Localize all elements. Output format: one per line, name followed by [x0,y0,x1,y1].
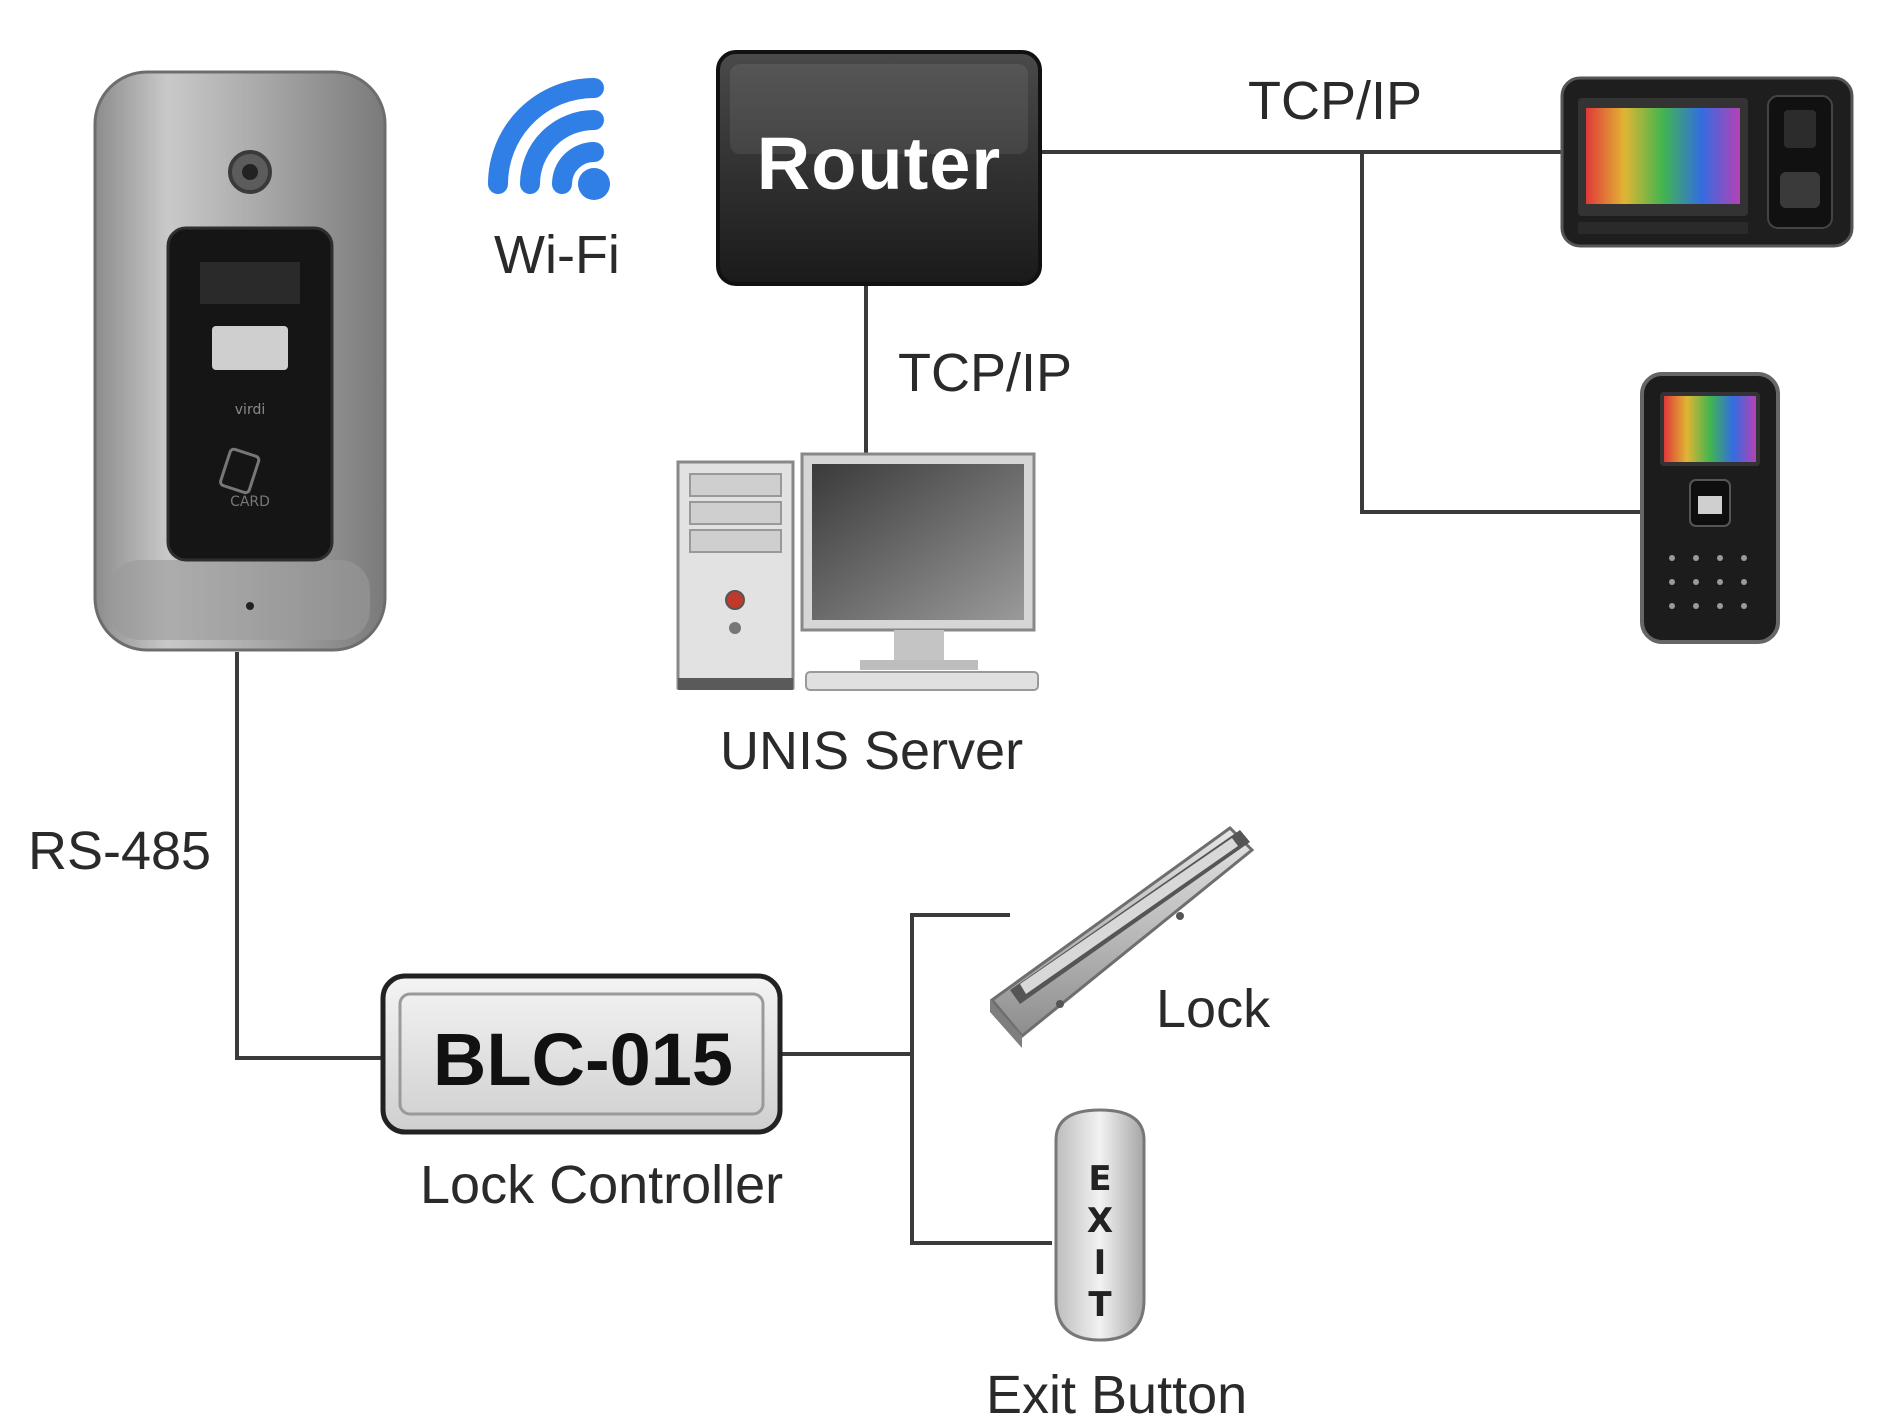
fingerprint-card-reader-icon: virdi CARD [93,70,387,652]
wifi-icon [488,78,610,200]
exit-letter-t: T [1088,1285,1112,1325]
lock-label: Lock [1156,979,1271,1039]
exit-letter-e: E [1088,1159,1112,1199]
keypad-terminal-icon [1640,372,1780,644]
server-computer-icon [676,452,1039,691]
exit-letter-x: X [1086,1201,1114,1241]
router-label: Router [756,122,1002,205]
lock-controller-label: Lock Controller [420,1155,784,1215]
lock-controller-box [380,973,783,1135]
blc-model-label: BLC-015 [432,1018,734,1101]
exit-letter-i: I [1093,1243,1107,1283]
exit-button-icon [1054,1108,1146,1342]
svg-text:virdi: virdi [235,402,265,418]
svg-text:CARD: CARD [230,494,270,510]
magnetic-lock-icon [989,826,1255,1048]
line-reader-controller [235,652,383,1060]
tcpip-top-label: TCP/IP [1248,71,1423,131]
connection-lines [235,150,1640,1245]
exit-button-label: Exit Button [986,1365,1248,1425]
line-branch-lock-exit [910,913,1052,1245]
unis-server-label: UNIS Server [720,721,1024,781]
router-icon [716,50,1042,286]
line-router-terminal-side [1360,152,1640,514]
exit-letters: E X I T [1060,1158,1140,1326]
color-screen-terminal-icon [1560,76,1854,248]
tcpip-mid-label: TCP/IP [898,343,1073,403]
wifi-label: Wi-Fi [494,225,620,285]
rs485-label: RS-485 [28,821,212,881]
